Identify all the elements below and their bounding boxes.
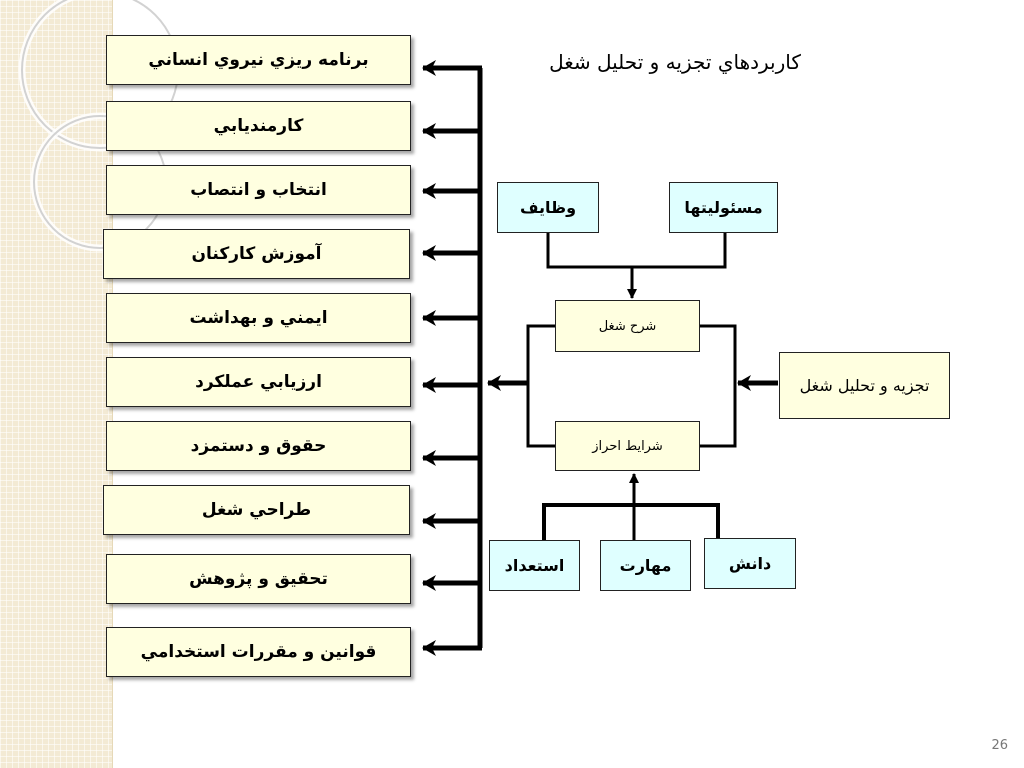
application-box-training: آموزش كاركنان bbox=[103, 229, 410, 279]
application-box-job-design: طراحي شغل bbox=[103, 485, 410, 535]
application-box-selection: انتخاب و انتصاب bbox=[106, 165, 411, 215]
bottom-inputs-connector bbox=[542, 503, 720, 540]
job-analysis-box: تجزيه و تحليل شغل bbox=[779, 352, 950, 419]
responsibilities-box: مسئوليتها bbox=[669, 182, 778, 233]
job-specification-box: شرايط احراز bbox=[555, 421, 700, 471]
application-box-research: تحقيق و پژوهش bbox=[106, 554, 411, 604]
application-box-employment-regulations: قوانين و مقررات استخدامي bbox=[106, 627, 411, 677]
decorative-side-band bbox=[0, 0, 113, 768]
page-title: كاربردهاي تجزيه و تحليل شغل bbox=[549, 50, 801, 74]
application-box-performance-appraisal: ارزيابي عملكرد bbox=[106, 357, 411, 407]
knowledge-box: دانش bbox=[704, 538, 796, 589]
top-inputs-connector bbox=[546, 233, 727, 269]
left-bracket bbox=[526, 324, 555, 448]
application-box-manpower-planning: برنامه ريزي نيروي انساني bbox=[106, 35, 411, 85]
skill-box: مهارت bbox=[600, 540, 691, 591]
job-description-box: شرح شغل bbox=[555, 300, 700, 352]
aptitude-box: استعداد bbox=[489, 540, 580, 591]
duties-box: وظايف bbox=[497, 182, 599, 233]
application-box-safety-health: ايمني و بهداشت bbox=[106, 293, 411, 343]
slide-number: 26 bbox=[991, 738, 1008, 753]
application-box-recruitment: كارمنديابي bbox=[106, 101, 411, 151]
application-box-compensation: حقوق و دستمزد bbox=[106, 421, 411, 471]
right-bracket bbox=[700, 324, 737, 448]
application-arrows bbox=[422, 60, 482, 656]
